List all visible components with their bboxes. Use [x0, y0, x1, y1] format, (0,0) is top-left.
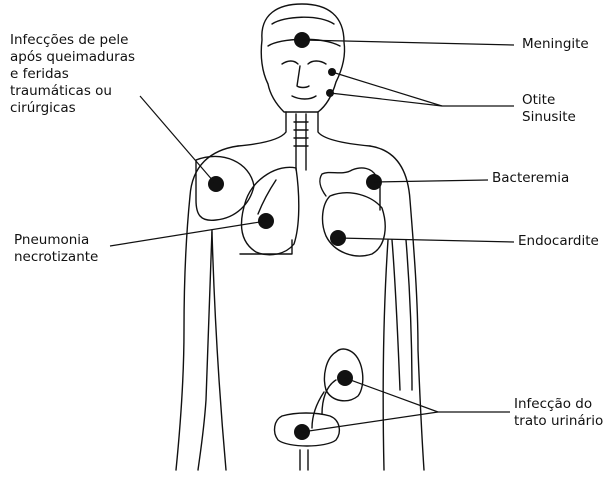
pneumonia-label-line-1: Pneumonia — [14, 232, 98, 249]
skin-infection-label-line-3: e feridas — [10, 66, 135, 83]
endocarditis-leader-line — [338, 238, 514, 242]
skin-infection-label-line-4: traumáticas ou — [10, 83, 135, 100]
endocarditis-label: Endocardite — [518, 233, 599, 250]
bacteremia-label-text: Bacteremia — [492, 170, 569, 187]
otitis-leader-line — [332, 72, 442, 106]
pneumonia-label-line-2: necrotizante — [14, 249, 98, 266]
skin-infection-label-line-1: Infecções de pele — [10, 32, 135, 49]
human-body-outline — [176, 4, 424, 470]
otitis-label-text: Otite — [522, 92, 576, 109]
skin-infection-label: Infecções de pele após queimaduras e fer… — [10, 32, 135, 117]
uti-label-line-1: Infecção do — [514, 396, 603, 413]
bladder-leader-line — [302, 412, 438, 432]
skin-leader-line — [140, 96, 214, 182]
skin-infection-label-line-2: após queimaduras — [10, 49, 135, 66]
sinusitis-leader-line — [330, 93, 442, 106]
skin-infection-label-line-5: cirúrgicas — [10, 100, 135, 117]
uti-label: Infecção do trato urinário — [514, 396, 603, 430]
bacteremia-leader-line — [374, 180, 488, 182]
endocarditis-label-text: Endocardite — [518, 233, 599, 250]
otitis-sinusitis-label: Otite Sinusite — [522, 92, 576, 126]
sinusitis-label-text: Sinusite — [522, 109, 576, 126]
meningitis-label-text: Meningite — [522, 36, 589, 53]
pneumonia-label: Pneumonia necrotizante — [14, 232, 98, 266]
uti-label-line-2: trato urinário — [514, 413, 603, 430]
meningitis-label: Meningite — [522, 36, 589, 53]
bacteremia-label: Bacteremia — [492, 170, 569, 187]
